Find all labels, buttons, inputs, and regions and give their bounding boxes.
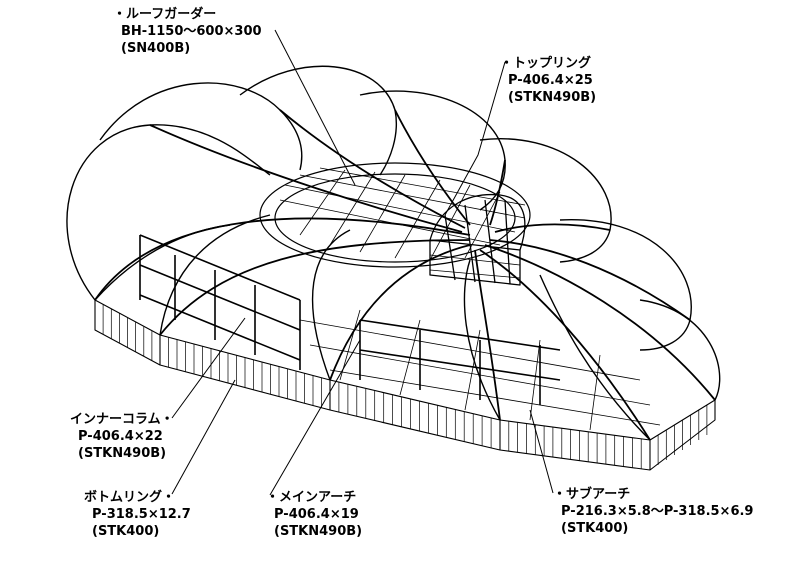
callout-bottom-ring-grade: (STK400) [92, 524, 160, 539]
callout-roof-girder-name: ・ルーフガーダー [113, 7, 217, 22]
leader-lines [171, 29, 554, 496]
base-wall [94, 299, 716, 471]
leader-bottom-ring [171, 379, 236, 495]
callout-roof-girder-grade: (SN400B) [121, 41, 191, 56]
callout-roof-girder: ・ルーフガーダー BH-1150～600×300 (SN400B) [113, 6, 262, 57]
leader-top-ring [444, 61, 506, 216]
callout-sub-arch-name: ・サブアーチ [553, 487, 631, 502]
top-ring-frame [429, 193, 526, 286]
callout-main-arch-grade: (STKN490B) [274, 524, 363, 539]
leader-sub-arch [529, 409, 554, 494]
leader-main-arch [269, 339, 361, 496]
leader-roof-girder [274, 29, 356, 186]
structure-wireframe [66, 29, 721, 496]
callout-sub-arch-spec: P-216.3×5.8～P-318.5×6.9 [561, 504, 754, 519]
callout-top-ring-name: ・トップリング [500, 56, 592, 71]
roof-girder-grid [259, 162, 531, 268]
callout-main-arch-spec: P-406.4×19 [274, 507, 359, 522]
roof-lobes [66, 65, 721, 441]
leader-inner-column [171, 317, 246, 419]
callout-top-ring-grade: (STKN490B) [508, 90, 597, 105]
callout-bottom-ring: ボトムリング・ P-318.5×12.7 (STK400) [84, 489, 191, 540]
callout-sub-arch-grade: (STK400) [561, 521, 629, 536]
callout-sub-arch: ・サブアーチ P-216.3×5.8～P-318.5×6.9 (STK400) [553, 486, 753, 537]
callout-roof-girder-spec: BH-1150～600×300 [121, 24, 262, 39]
callout-inner-column: インナーコラム・ P-406.4×22 (STKN490B) [70, 411, 174, 462]
callout-bottom-ring-name: ボトムリング・ [84, 490, 176, 505]
callout-top-ring: ・トップリング P-406.4×25 (STKN490B) [500, 55, 596, 106]
callout-inner-column-name: インナーコラム・ [70, 412, 174, 427]
inner-column-frame [139, 234, 561, 405]
callout-top-ring-spec: P-406.4×25 [508, 73, 593, 88]
callout-main-arch: ・メインアーチ P-406.4×19 (STKN490B) [266, 489, 362, 540]
main-arches [94, 109, 716, 441]
callout-inner-column-spec: P-406.4×22 [78, 429, 163, 444]
callout-inner-column-grade: (STKN490B) [78, 446, 167, 461]
callout-bottom-ring-spec: P-318.5×12.7 [92, 507, 191, 522]
callout-main-arch-name: ・メインアーチ [266, 490, 357, 505]
floor-grid [299, 309, 661, 431]
